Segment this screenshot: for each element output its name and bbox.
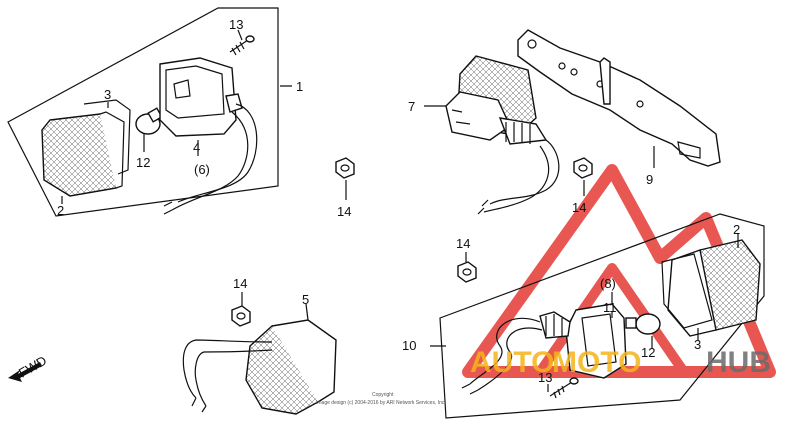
- callout-3-left: 3: [104, 87, 111, 102]
- nut-part-14-center: [335, 157, 355, 200]
- callout-13-top: 13: [229, 17, 243, 32]
- callout-2-right: 2: [733, 222, 740, 237]
- watermark-hub: HUB: [706, 346, 771, 379]
- callout-1: 1: [296, 79, 303, 94]
- gasket-part-3-left: [83, 99, 131, 175]
- lens-part-2-left: [41, 111, 125, 197]
- leader-lines-left: [61, 29, 292, 204]
- screw-part-13-bottom: [549, 377, 579, 399]
- callout-labels: 13 1 3 12 4 (6) 2 14 7 14 9 14 2 14 5 (8…: [57, 17, 740, 385]
- callout-7: 7: [408, 99, 415, 114]
- nut-part-14-mid: [573, 157, 593, 196]
- gasket-part-3-right: [661, 253, 713, 329]
- watermark-logo: [462, 164, 776, 378]
- turn-signal-part-5: [182, 303, 337, 415]
- callout-5: 5: [302, 292, 309, 307]
- screw-part-13-top: [229, 35, 255, 56]
- callout-8: (8): [600, 276, 616, 291]
- copyright-line-1: Copyright: [372, 392, 394, 398]
- callout-9: 9: [646, 172, 653, 187]
- fwd-arrow-icon: [8, 362, 42, 382]
- callout-14-right: 14: [456, 236, 470, 251]
- bulb-part-12-right: [625, 313, 661, 335]
- nut-part-14-right: [457, 252, 477, 283]
- callout-10: 10: [402, 338, 416, 353]
- bulb-part-12-left: [135, 107, 163, 135]
- leader-lines-right: [430, 234, 739, 392]
- callout-12-right: 12: [641, 345, 655, 360]
- group-outline-1: [7, 7, 279, 217]
- housing-part-4-left: [159, 57, 258, 215]
- turn-signal-part-7: [445, 55, 560, 215]
- watermark-text: AUTO MOTO HUB: [470, 346, 771, 379]
- group-outline-10: [439, 213, 765, 419]
- callout-4: 4: [193, 140, 200, 155]
- callout-12-left: 12: [136, 155, 150, 170]
- callout-14-mid: 14: [572, 200, 586, 215]
- lens-part-2-right: [667, 239, 761, 337]
- fwd-label: FWD: [16, 353, 49, 381]
- callout-11: 11: [603, 300, 617, 315]
- watermark-moto: MOTO: [552, 346, 641, 379]
- nut-part-14-lower: [231, 292, 251, 327]
- callout-14-lower: 14: [233, 276, 247, 291]
- callout-2-left: 2: [57, 203, 64, 218]
- callout-14-center: 14: [337, 204, 351, 219]
- watermark-auto: AUTO: [470, 346, 554, 379]
- housing-part-11: [461, 303, 627, 395]
- callout-13-bottom: 13: [538, 370, 552, 385]
- bracket-part-9: [517, 29, 721, 167]
- copyright-line-2: Image design (c) 2004-2016 by ARI Networ…: [316, 400, 446, 406]
- callout-3-right: 3: [694, 337, 701, 352]
- callout-6: (6): [194, 162, 210, 177]
